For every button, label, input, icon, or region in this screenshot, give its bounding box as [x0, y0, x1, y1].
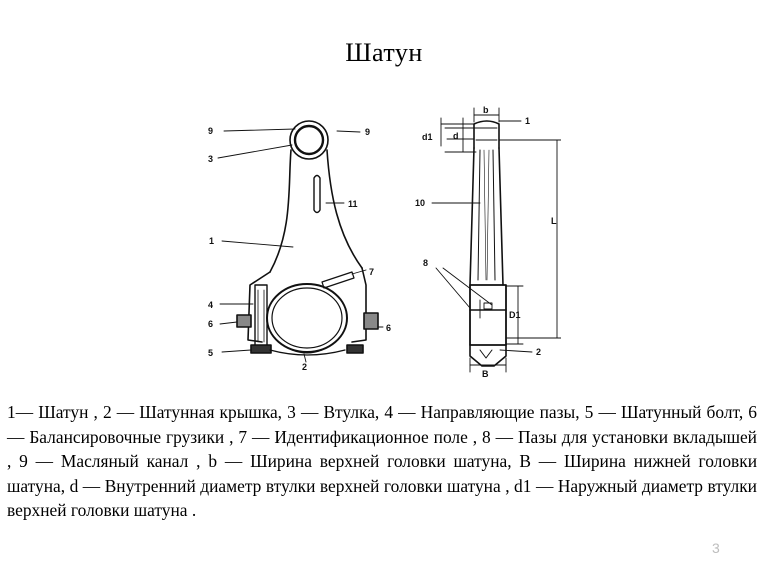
label-4: 4 [208, 300, 213, 310]
label-D1: D1 [509, 310, 521, 320]
label-1-side: 1 [525, 116, 530, 126]
label-B: B [482, 369, 489, 378]
label-7: 7 [369, 267, 374, 277]
label-6-left: 6 [208, 319, 213, 329]
label-9-right: 9 [365, 127, 370, 137]
side-view [469, 120, 507, 367]
label-1: 1 [209, 236, 214, 246]
front-leader-lines [217, 128, 384, 363]
label-6-right: 6 [386, 323, 391, 333]
label-11: 11 [348, 199, 358, 209]
slide-title: Шатун [345, 38, 423, 67]
side-dimension-lines [431, 107, 561, 373]
front-view [236, 120, 379, 356]
page-number: 3 [712, 540, 720, 556]
label-2-side: 2 [536, 347, 541, 357]
label-10: 10 [415, 198, 425, 208]
label-8: 8 [423, 258, 428, 268]
label-3: 3 [208, 154, 213, 164]
label-5: 5 [208, 348, 213, 358]
label-9-left: 9 [208, 126, 213, 136]
label-b: b [483, 105, 489, 115]
label-d: d [453, 131, 459, 141]
label-d1: d1 [422, 132, 433, 142]
connecting-rod-diagram: 9 9 3 11 1 7 4 6 6 5 2 b d1 d 1 10 L 8 D… [208, 105, 561, 378]
legend-caption: 1— Шатун , 2 — Шатунная крышка, 3 — Втул… [7, 402, 757, 520]
label-L: L [551, 216, 557, 226]
label-2: 2 [302, 362, 307, 372]
